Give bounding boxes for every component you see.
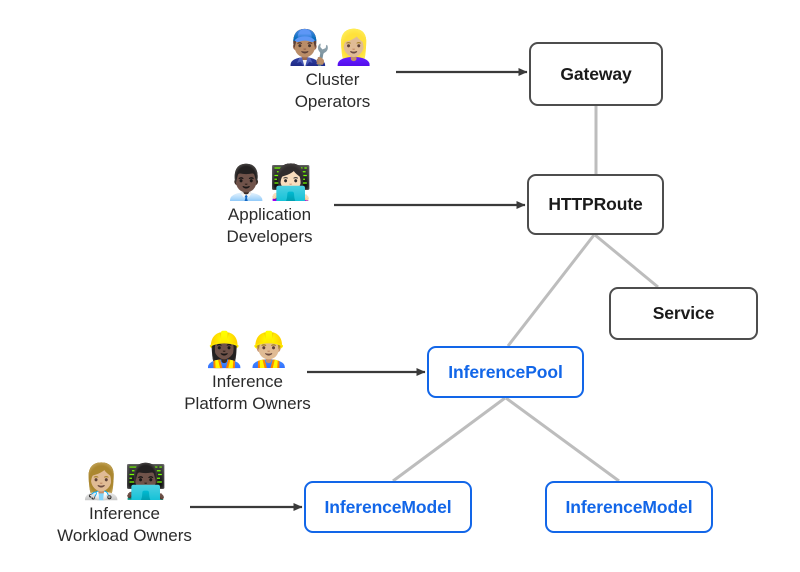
- edge-inferencepool-model-left: [392, 396, 506, 483]
- node-inferencemodel-left[interactable]: InferenceModel: [304, 481, 472, 533]
- node-gateway[interactable]: Gateway: [529, 42, 663, 106]
- scientist-technologist-pair-icon: 👩🏼‍⚕️👨🏿‍💻: [80, 463, 169, 501]
- node-inferencepool[interactable]: InferencePool: [427, 346, 584, 398]
- edge-httproute-inferencepool: [506, 234, 596, 347]
- node-httproute[interactable]: HTTPRoute: [527, 174, 664, 235]
- construction-worker-pair-icon: 👷🏿‍♀️👷🏼‍♂️: [203, 331, 292, 369]
- edge-inferencepool-model-right: [505, 396, 620, 483]
- mechanic-pair-icon: 👨🏽‍🔧👱🏼‍♀️: [288, 29, 377, 67]
- persona-application-developers: 👨🏿‍💼👩🏻‍💻 Application Developers: [192, 163, 347, 248]
- office-worker-technologist-pair-icon: 👨🏿‍💼👩🏻‍💻: [225, 164, 314, 202]
- node-inferencemodel-right[interactable]: InferenceModel: [545, 481, 713, 533]
- persona-inference-platform-owners-label: Inference Platform Owners: [184, 372, 311, 413]
- persona-inference-workload-owners: 👩🏼‍⚕️👨🏿‍💻 Inference Workload Owners: [32, 462, 217, 547]
- persona-inference-platform-owners: 👷🏿‍♀️👷🏼‍♂️ Inference Platform Owners: [155, 330, 340, 415]
- persona-cluster-operators: 👨🏽‍🔧👱🏼‍♀️ Cluster Operators: [255, 28, 410, 113]
- persona-application-developers-label: Application Developers: [226, 205, 313, 246]
- node-service[interactable]: Service: [609, 287, 758, 340]
- edge-httproute-service: [594, 233, 659, 289]
- persona-cluster-operators-label: Cluster Operators: [294, 70, 371, 111]
- persona-inference-workload-owners-label: Inference Workload Owners: [57, 504, 192, 545]
